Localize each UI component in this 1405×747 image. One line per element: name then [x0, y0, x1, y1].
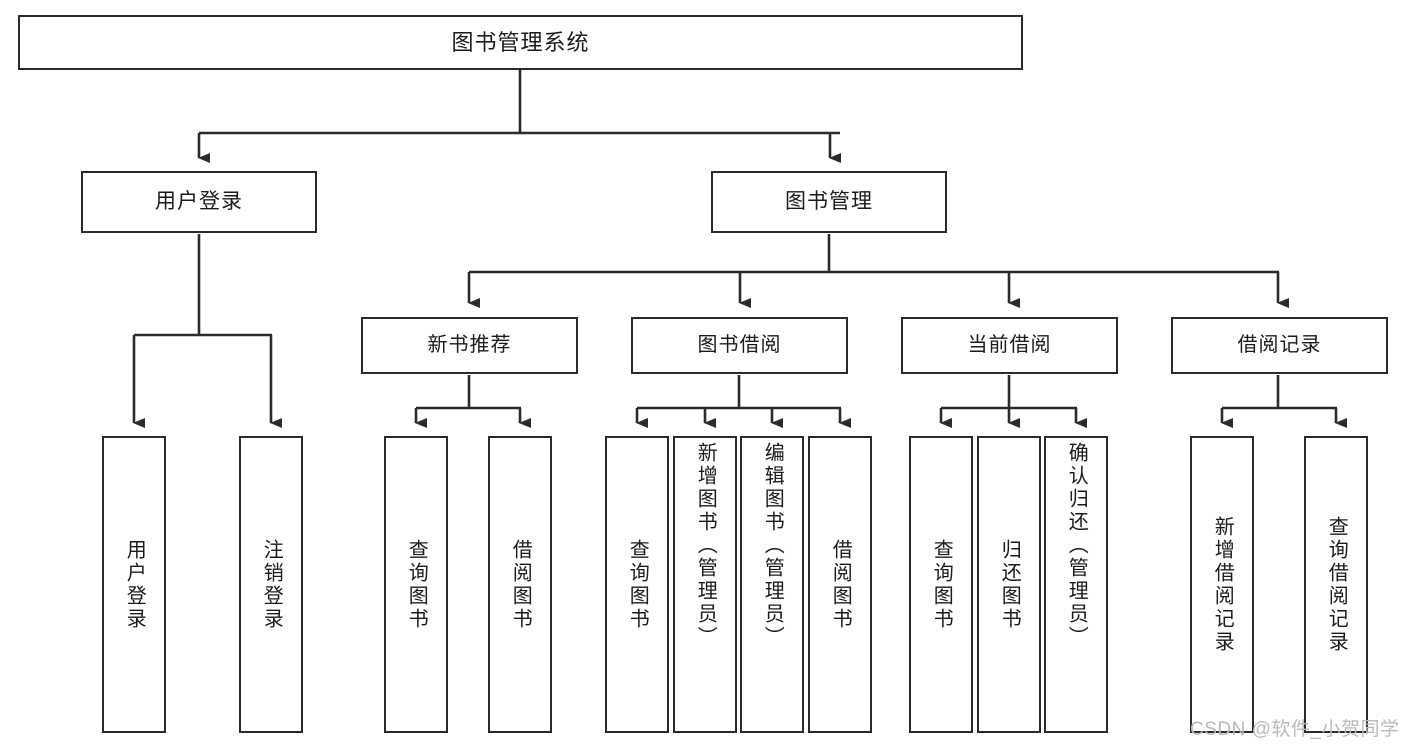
- node-book-borrow[interactable]: 图书借阅: [631, 317, 848, 374]
- leaf-recommend-query-book-label: 查询图书: [405, 538, 428, 631]
- node-user-login-label: 用户登录: [155, 189, 243, 213]
- leaf-logout-label: 注销登录: [260, 538, 283, 631]
- leaf-recommend-borrow-book[interactable]: 借阅图书: [488, 436, 552, 733]
- leaf-borrow-book[interactable]: 借阅图书: [808, 436, 872, 733]
- node-borrow-record-label: 借阅记录: [1237, 333, 1322, 356]
- node-borrow-record[interactable]: 借阅记录: [1171, 317, 1388, 374]
- leaf-add-borrow-record[interactable]: 新增借阅记录: [1190, 436, 1254, 733]
- leaf-confirm-return-admin-label: 确认归还（管理员）: [1065, 442, 1088, 649]
- node-current-borrow[interactable]: 当前借阅: [901, 317, 1118, 374]
- leaf-logout[interactable]: 注销登录: [239, 436, 303, 733]
- node-new-book-recommend[interactable]: 新书推荐: [361, 317, 578, 374]
- leaf-query-borrow-record[interactable]: 查询借阅记录: [1304, 436, 1368, 733]
- node-new-book-recommend-label: 新书推荐: [427, 333, 512, 356]
- node-book-borrow-label: 图书借阅: [697, 333, 782, 356]
- leaf-borrow-query-book[interactable]: 查询图书: [605, 436, 669, 733]
- leaf-recommend-query-book[interactable]: 查询图书: [384, 436, 448, 733]
- node-user-login[interactable]: 用户登录: [81, 171, 317, 233]
- leaf-current-query-book[interactable]: 查询图书: [909, 436, 973, 733]
- leaf-user-login-label: 用户登录: [123, 538, 146, 631]
- leaf-add-book-admin-label: 新增图书（管理员）: [694, 442, 717, 649]
- node-root-system[interactable]: 图书管理系统: [18, 15, 1023, 70]
- leaf-borrow-book-label: 借阅图书: [829, 538, 852, 631]
- leaf-confirm-return-admin[interactable]: 确认归还（管理员）: [1044, 436, 1108, 733]
- leaf-return-book-label: 归还图书: [998, 538, 1021, 631]
- leaf-return-book[interactable]: 归还图书: [977, 436, 1041, 733]
- node-book-management-label: 图书管理: [785, 189, 873, 213]
- leaf-borrow-query-book-label: 查询图书: [626, 538, 649, 631]
- leaf-edit-book-admin[interactable]: 编辑图书（管理员）: [740, 436, 804, 733]
- leaf-user-login[interactable]: 用户登录: [102, 436, 166, 733]
- node-current-borrow-label: 当前借阅: [967, 333, 1052, 356]
- node-root-label: 图书管理系统: [451, 29, 590, 55]
- node-book-management[interactable]: 图书管理: [711, 171, 947, 233]
- leaf-add-book-admin[interactable]: 新增图书（管理员）: [673, 436, 737, 733]
- leaf-edit-book-admin-label: 编辑图书（管理员）: [761, 442, 784, 649]
- leaf-add-borrow-record-label: 新增借阅记录: [1211, 515, 1234, 654]
- leaf-query-borrow-record-label: 查询借阅记录: [1325, 515, 1348, 654]
- leaf-recommend-borrow-book-label: 借阅图书: [509, 538, 532, 631]
- leaf-current-query-book-label: 查询图书: [930, 538, 953, 631]
